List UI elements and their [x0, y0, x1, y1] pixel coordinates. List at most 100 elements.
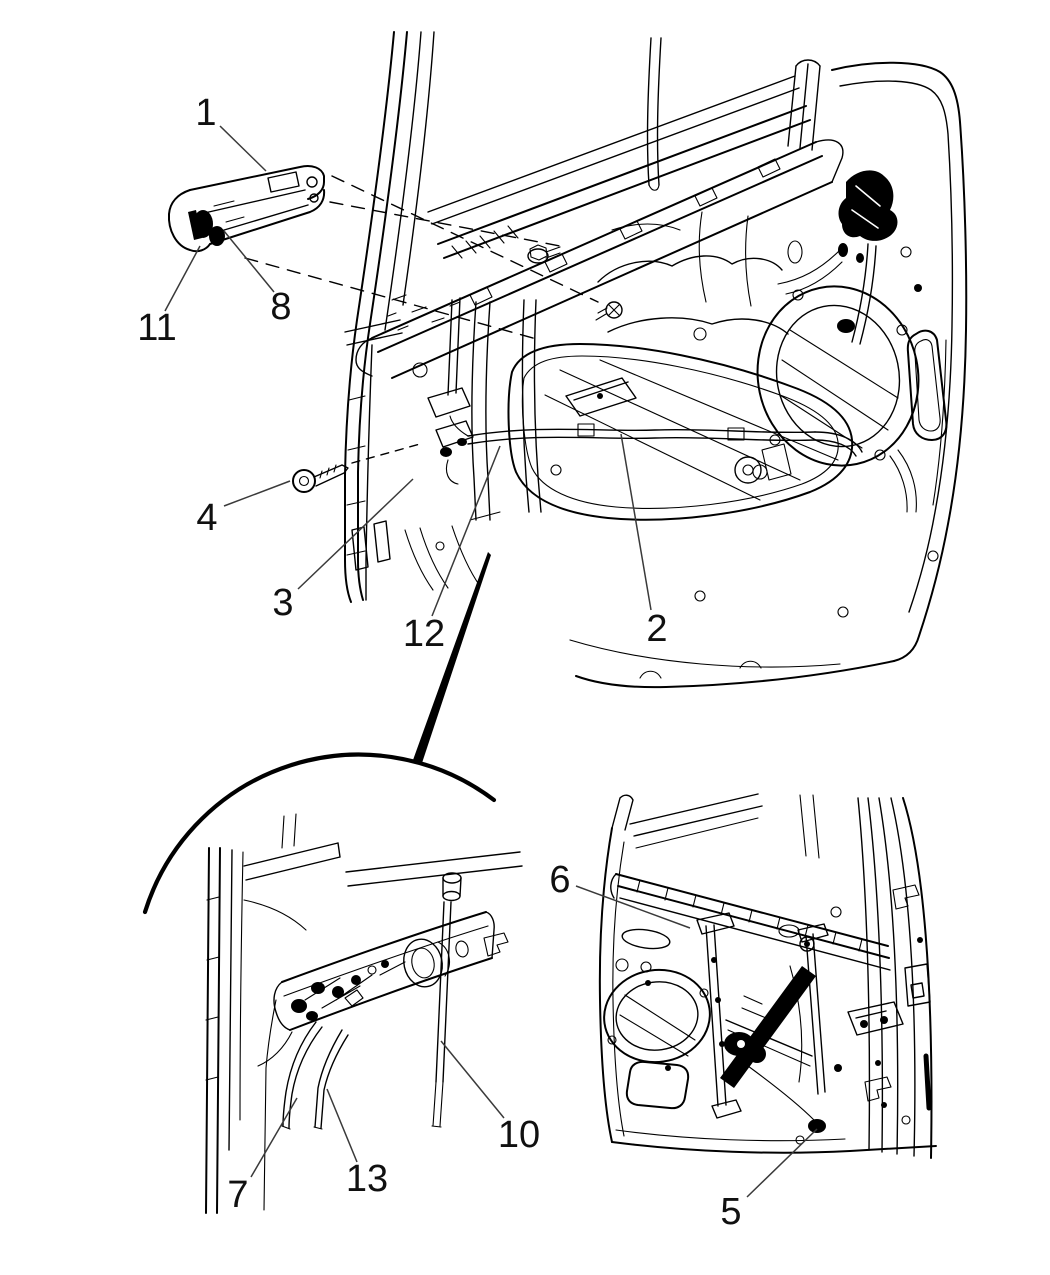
line-art-path: [449, 415, 469, 437]
line-art-path: [838, 170, 898, 241]
line-art-path: [404, 525, 481, 591]
line-art-path: [917, 937, 923, 943]
line-art-path: [527, 248, 549, 264]
line-art-path: [851, 185, 881, 229]
line-art-path: [720, 966, 816, 1088]
line-art-path: [719, 1041, 725, 1047]
door-latch-assembly: [777, 170, 898, 345]
magnifier-inset-figure: [142, 752, 523, 1214]
line-art-path: [867, 797, 884, 1153]
line-art-path: [431, 1081, 444, 1128]
line-art-path: [306, 1011, 318, 1021]
line-art-path: [346, 395, 366, 556]
line-art-path: [696, 912, 742, 1119]
line-art-path: [837, 319, 855, 333]
line-art-path: [805, 933, 826, 1095]
line-art-path: [901, 1115, 911, 1125]
callout-11: 11: [137, 307, 176, 349]
line-art-path: [427, 387, 474, 448]
callout-5: 5: [720, 1191, 741, 1233]
line-art-path: [411, 947, 435, 979]
line-art-path: [629, 793, 763, 837]
line-art-path: [412, 362, 428, 378]
line-art-path: [603, 968, 711, 1064]
line-art-path: [391, 181, 833, 379]
line-art-path: [550, 464, 562, 476]
latch-release-cables: [449, 415, 863, 457]
leader-line-1: [219, 125, 267, 172]
line-art-path: [521, 355, 839, 509]
line-art-path: [319, 464, 337, 479]
line-art-path: [851, 243, 877, 345]
leader-line-5: [746, 1128, 818, 1198]
line-art-path: [597, 255, 783, 283]
line-art-path: [344, 31, 395, 603]
line-art-path: [309, 193, 319, 203]
line-art-path: [607, 317, 789, 335]
line-art-path: [752, 464, 768, 480]
callout-1: 1: [195, 92, 216, 134]
line-art-path: [799, 936, 815, 952]
line-art-path: [442, 890, 461, 902]
line-art-path: [839, 80, 954, 613]
line-art-path: [890, 797, 916, 1157]
line-art-path: [283, 925, 489, 997]
line-art-path: [837, 606, 849, 618]
line-art-path: [914, 339, 941, 432]
line-art-path: [445, 459, 459, 485]
line-art-path: [282, 1021, 317, 1127]
line-art-path: [329, 201, 561, 247]
line-art-path: [727, 995, 811, 1067]
wiring-grommet: [808, 1119, 826, 1133]
line-art-path: [640, 961, 652, 973]
line-art-path: [605, 301, 623, 319]
line-art-path: [351, 443, 421, 464]
line-art-path: [467, 428, 816, 437]
line-art-path: [737, 1040, 745, 1048]
line-art-path: [923, 1053, 932, 1111]
line-art-path: [646, 37, 662, 186]
line-art-path: [611, 1141, 937, 1154]
exterior-handle-figure: [167, 165, 599, 493]
line-art-path: [331, 175, 599, 303]
callout-12: 12: [403, 613, 445, 655]
line-art-path: [725, 1019, 813, 1057]
line-art-path: [189, 165, 325, 200]
line-art-path: [838, 243, 848, 257]
callout-7: 7: [227, 1174, 248, 1216]
line-art-path: [243, 899, 307, 931]
leader-line-11: [164, 245, 201, 312]
line-art-path: [815, 139, 844, 183]
line-art-path: [610, 873, 617, 899]
line-art-path: [625, 1060, 690, 1110]
line-art-path: [619, 994, 696, 1057]
line-art-path: [483, 932, 509, 957]
hex-bolt: [527, 244, 561, 264]
line-art-path: [440, 447, 452, 457]
leader-line-7: [250, 1097, 298, 1178]
line-art-path: [914, 284, 922, 292]
line-art-path: [569, 639, 841, 668]
line-art-path: [747, 1065, 815, 1121]
line-art-path: [795, 59, 821, 67]
handle-screw: [292, 443, 421, 493]
line-art-path: [904, 963, 931, 1007]
line-art-path: [830, 906, 842, 918]
line-art-path: [734, 456, 762, 484]
line-art-path: [313, 464, 349, 487]
main-door-figure: [344, 31, 968, 689]
line-art-path: [402, 31, 435, 306]
window-regulator-door-figure: [598, 793, 937, 1159]
line-art-path: [521, 299, 542, 513]
line-art-path: [320, 1034, 349, 1129]
line-art-path: [292, 469, 316, 493]
line-art-path: [239, 851, 244, 1121]
line-art-path: [881, 1102, 887, 1108]
line-art-path: [228, 849, 233, 1151]
line-art-path: [577, 423, 745, 441]
callout-6: 6: [549, 859, 570, 901]
line-art-path: [371, 141, 817, 339]
line-art-path: [831, 61, 968, 662]
